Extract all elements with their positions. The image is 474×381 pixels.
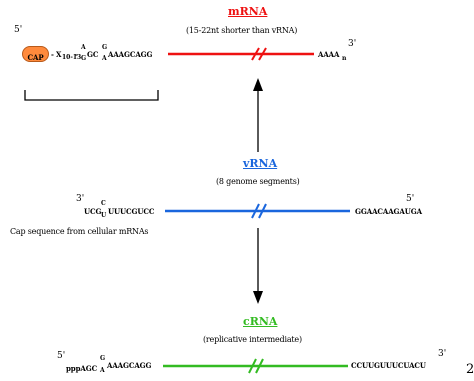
crna-seq-5end-b: AAAGCAGG	[107, 361, 152, 370]
crna-subtitle: (replicative intermediate)	[203, 335, 302, 344]
mrna-seq-5end: AAAGCAGG	[108, 50, 153, 59]
mrna-3prime-label: 3'	[348, 39, 357, 49]
cap-bracket	[24, 90, 159, 101]
mrna-poly-a: AAAA	[318, 50, 340, 59]
mrna-x-label: X	[56, 50, 62, 59]
mrna-stack-bottom: G	[81, 55, 87, 62]
mrna-stack-top: A	[81, 44, 86, 51]
mrna-title: mRNA	[228, 5, 268, 18]
vrna-title: vRNA	[243, 157, 278, 170]
vrna-stack-top: C	[101, 200, 106, 207]
mrna-5prime-label: 5'	[14, 25, 23, 35]
vrna-break-mark	[251, 203, 267, 219]
mrna-poly-a-subscript: n	[342, 55, 347, 62]
vrna-3prime-label: 3'	[76, 194, 85, 204]
mrna-seq-mid: GC	[87, 50, 99, 59]
replication-arrow	[253, 228, 263, 304]
crna-seq-3end: CCUUGUUUCUACU	[351, 361, 426, 370]
vrna-seq-3end-b: UUUCGUCC	[108, 207, 155, 216]
vrna-subtitle: (8 genome segments)	[216, 177, 300, 186]
vrna-seq-5end: GGAACAAGAUGA	[355, 207, 422, 216]
transcription-arrow	[253, 78, 263, 152]
vrna-stack-bottom: U	[101, 212, 107, 219]
mrna-x-subscript: 10-13	[62, 54, 82, 61]
cap-badge: CAP	[22, 46, 49, 62]
crna-5prime-label: 5'	[57, 351, 66, 361]
crna-stack-bottom: A	[100, 367, 105, 374]
crna-title: cRNA	[243, 315, 278, 328]
mrna-subtitle: (15-22nt shorter than vRNA)	[186, 26, 298, 35]
cap-label: CAP	[27, 53, 44, 62]
crna-3prime-label: 3'	[438, 349, 447, 359]
mrna-break-mark	[251, 47, 267, 61]
crna-break-mark	[248, 358, 264, 374]
page-number: 2	[466, 362, 474, 377]
cap-source-note: Cap sequence from cellular mRNAs	[10, 227, 149, 236]
vrna-seq-3end-a: UCG	[84, 207, 102, 216]
crna-seq-5end-a: pppAGC	[66, 364, 98, 373]
mrna-stack2-bottom: A	[102, 55, 107, 62]
crna-stack-top: G	[100, 355, 106, 362]
vrna-5prime-label: 5'	[406, 194, 415, 204]
mrna-stack2-top: G	[102, 44, 108, 51]
